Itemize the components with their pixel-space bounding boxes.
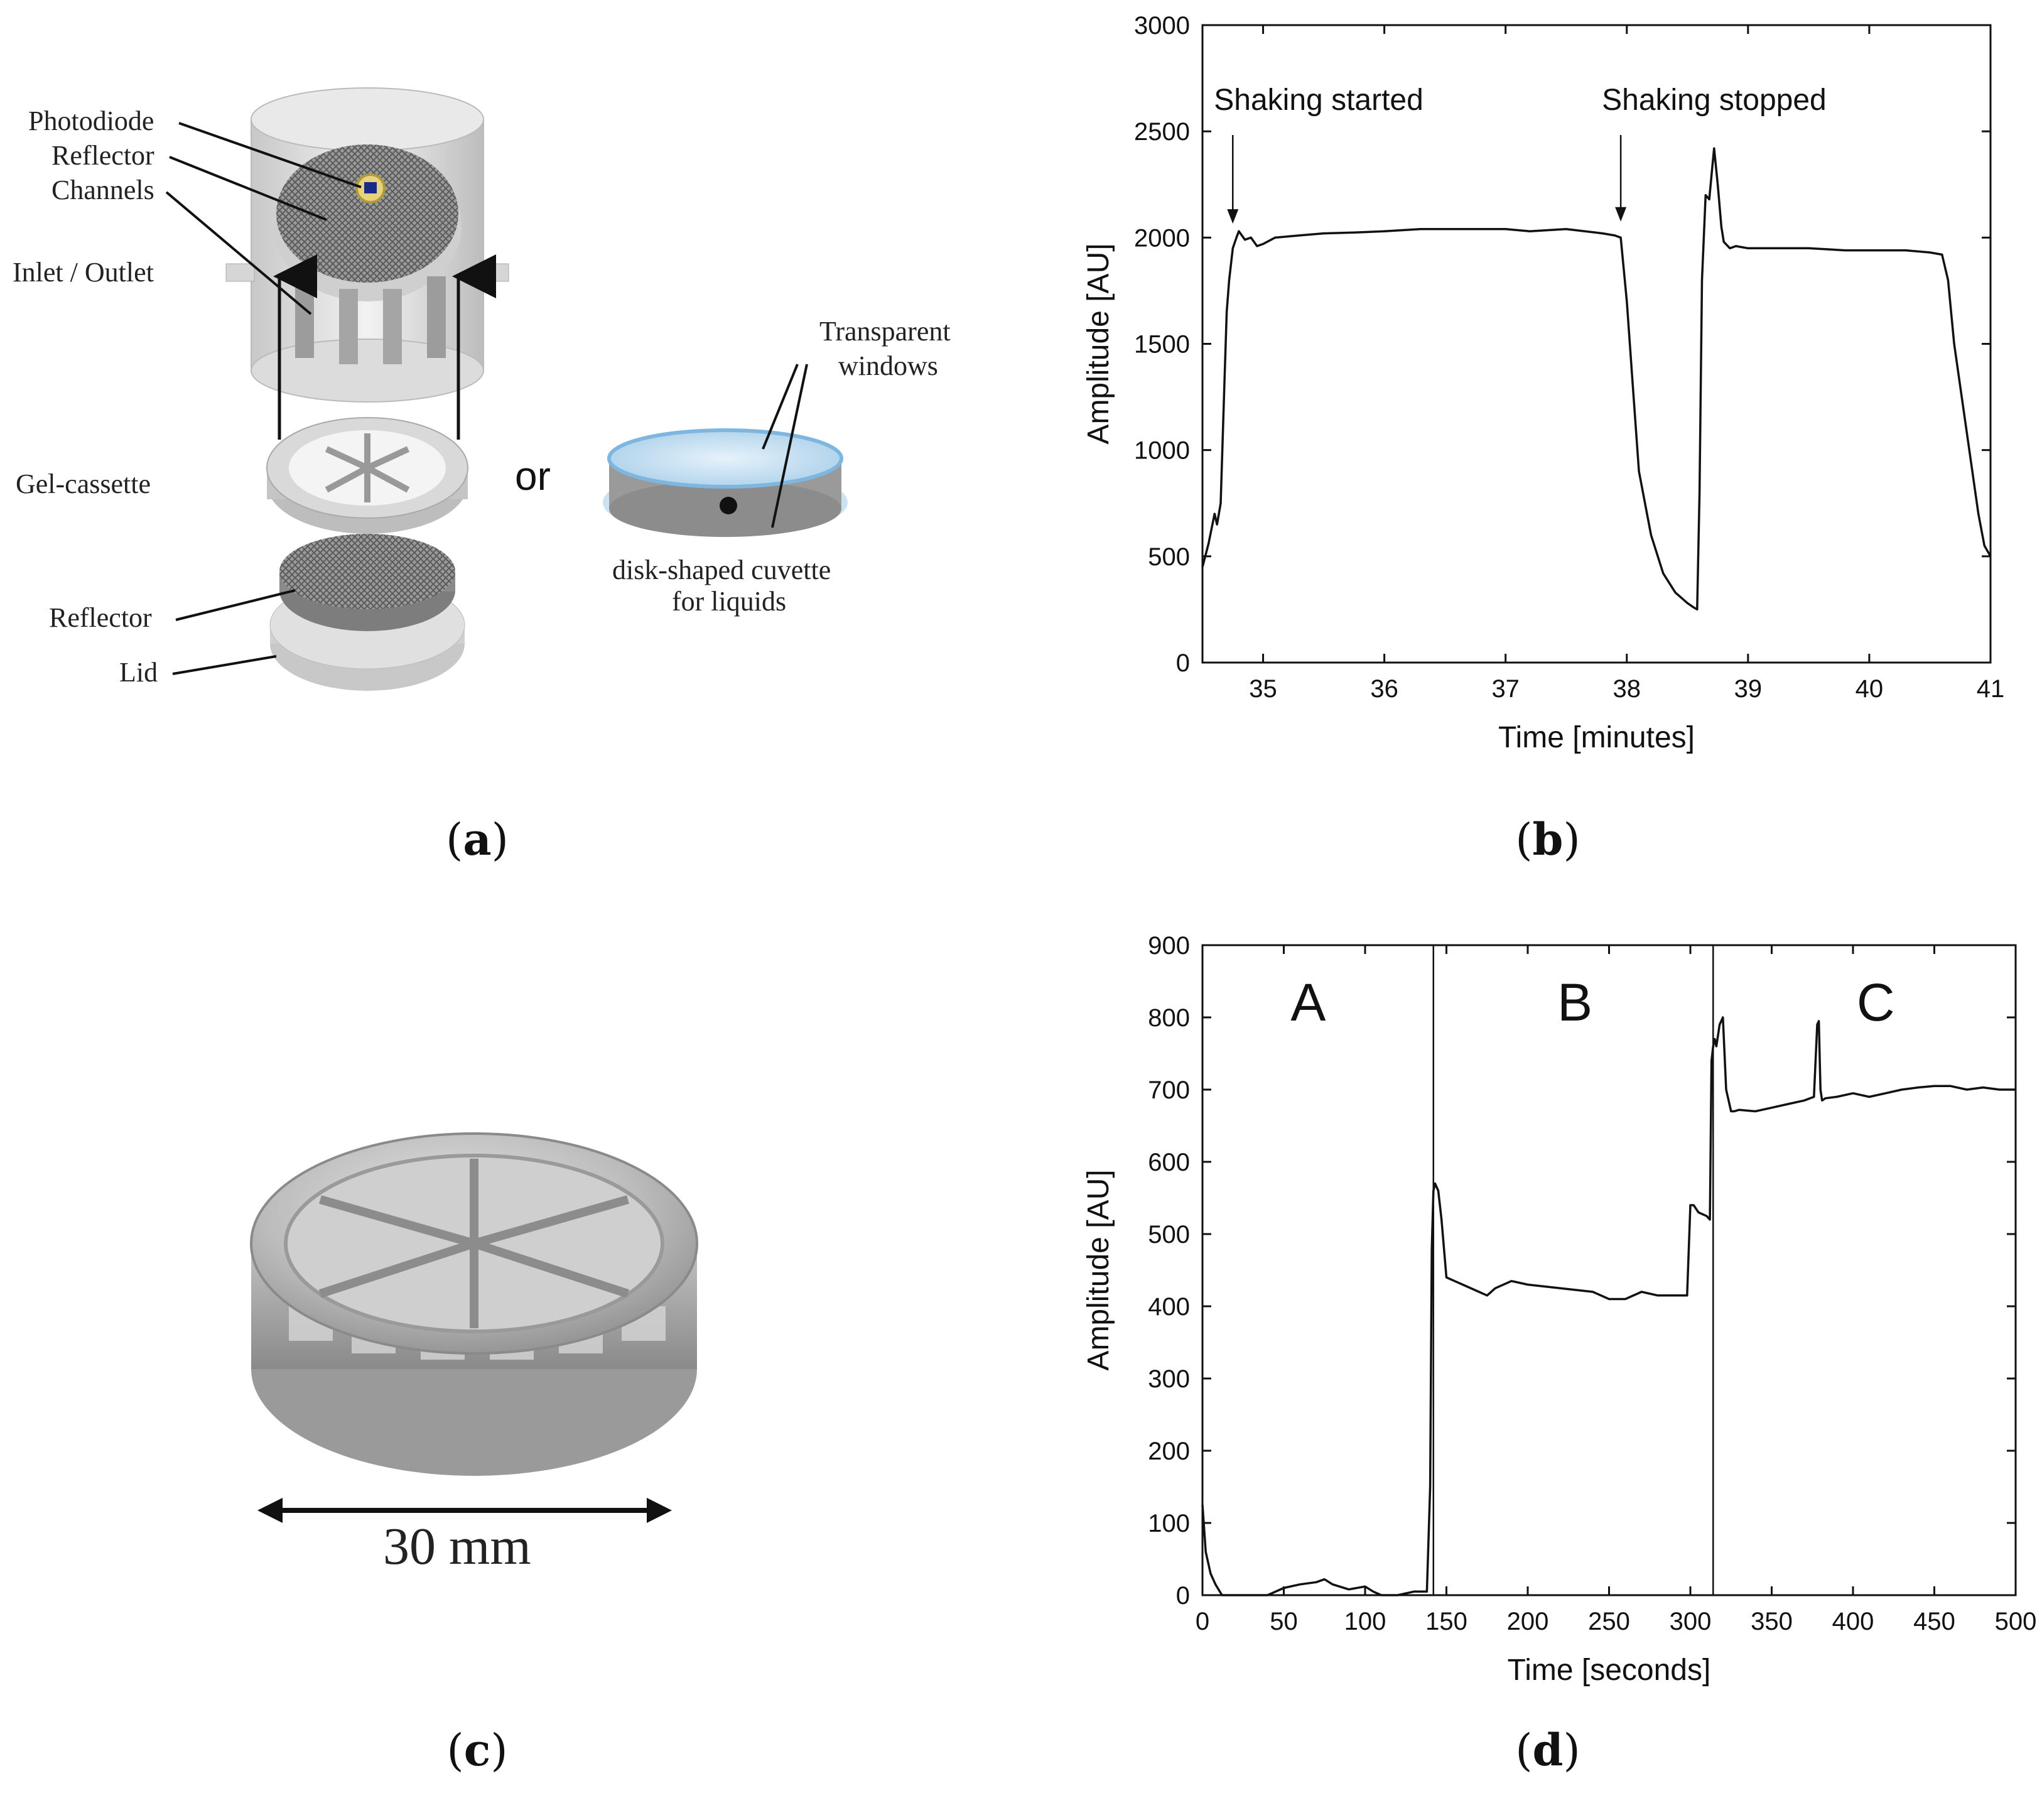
x-axis-label: Time [minutes] [1498,721,1695,754]
diagram-a: Photodiode Reflector Channels Inlet / Ou… [13,87,951,691]
x-axis-label: Time [seconds] [1508,1654,1711,1687]
y-axis-label: Amplitude [AU] [1082,1169,1115,1370]
x-tick-label: 35 [1249,675,1277,703]
label-photodiode: Photodiode [28,106,154,136]
y-tick-label: 1000 [1134,437,1190,465]
y-tick-label: 300 [1148,1365,1190,1393]
region-label: C [1857,973,1895,1032]
y-tick-label: 500 [1148,543,1190,571]
caption-b: (b) [1515,813,1580,865]
y-axis-label: Amplitude [AU] [1082,243,1115,444]
housing [225,87,509,403]
x-tick-label: 50 [1270,1608,1298,1635]
y-tick-label: 700 [1148,1076,1190,1104]
x-tick-label: 40 [1856,675,1884,703]
label-channels: Channels [51,175,154,205]
label-transparent: Transparent [819,316,951,347]
label-gel-cassette: Gel-cassette [16,469,151,499]
region-label: B [1557,973,1592,1032]
chart-d: 0 100 200 300 400 500 600 700 800 900 0 50 100 150 200… [1082,932,2037,1687]
x-tick-label: 500 [1995,1608,2037,1635]
reflector-lid [269,534,465,691]
y-tick-label: 500 [1148,1221,1190,1249]
caption-c: (c) [446,1724,508,1776]
annotation-arrowhead [1227,209,1239,224]
gel-cassette [266,417,468,534]
x-tick-label: 250 [1588,1608,1630,1635]
x-tick-label: 450 [1913,1608,1955,1635]
scale-label: 30 mm [383,1517,531,1576]
x-tick-label: 0 [1196,1608,1209,1635]
annotation-label: Shaking stopped [1602,84,1827,117]
chart-b: 0 500 1000 1500 2000 2500 3000 35 36 37 38 39 40 41Ti… [1082,12,2005,754]
y-tick-label: 3000 [1134,12,1190,40]
x-tick-label: 39 [1734,675,1763,703]
y-tick-label: 200 [1148,1438,1190,1465]
y-tick-label: 2000 [1134,224,1190,252]
label-or: or [515,453,551,499]
series-line [1201,147,1992,611]
x-tick-label: 150 [1425,1608,1467,1635]
y-tick-label: 600 [1148,1149,1190,1176]
x-tick-label: 36 [1370,675,1398,703]
y-tick-label: 100 [1148,1510,1190,1537]
region-label: A [1290,973,1326,1032]
caption-d: (d) [1515,1724,1580,1776]
x-tick-label: 300 [1670,1608,1712,1635]
x-tick-label: 38 [1613,675,1641,703]
annotation-label: Shaking started [1214,84,1423,117]
label-reflector-top: Reflector [51,140,154,171]
x-tick-label: 41 [1977,675,2005,703]
caption-a: (a) [446,813,509,865]
cassette-photo [250,1132,698,1476]
y-tick-label: 1500 [1134,331,1190,359]
series-line [1201,1016,2016,1596]
y-tick-label: 400 [1148,1293,1190,1321]
label-windows: windows [838,350,938,381]
label-lid: Lid [119,657,158,688]
x-tick-label: 400 [1832,1608,1874,1635]
x-tick-label: 100 [1344,1608,1386,1635]
plot-frame [1201,24,1992,664]
label-cuvette-2: for liquids [672,586,786,617]
scale-arrow [257,1498,672,1523]
y-tick-label: 900 [1148,932,1190,960]
y-tick-label: 800 [1148,1004,1190,1032]
disk-cuvette [603,364,848,537]
y-tick-label: 0 [1176,1582,1190,1610]
label-cuvette-1: disk-shaped cuvette [612,555,831,585]
label-reflector-bottom: Reflector [49,602,152,633]
annotation-arrowhead [1615,207,1627,222]
y-tick-label: 0 [1176,649,1190,677]
plot-frame [1201,944,2017,1596]
x-tick-label: 350 [1751,1608,1793,1635]
x-tick-label: 200 [1507,1608,1549,1635]
x-tick-label: 37 [1491,675,1520,703]
label-inlet-outlet: Inlet / Outlet [13,257,154,288]
photo-c: 30 mm [250,1132,698,1576]
y-tick-label: 2500 [1134,118,1190,146]
